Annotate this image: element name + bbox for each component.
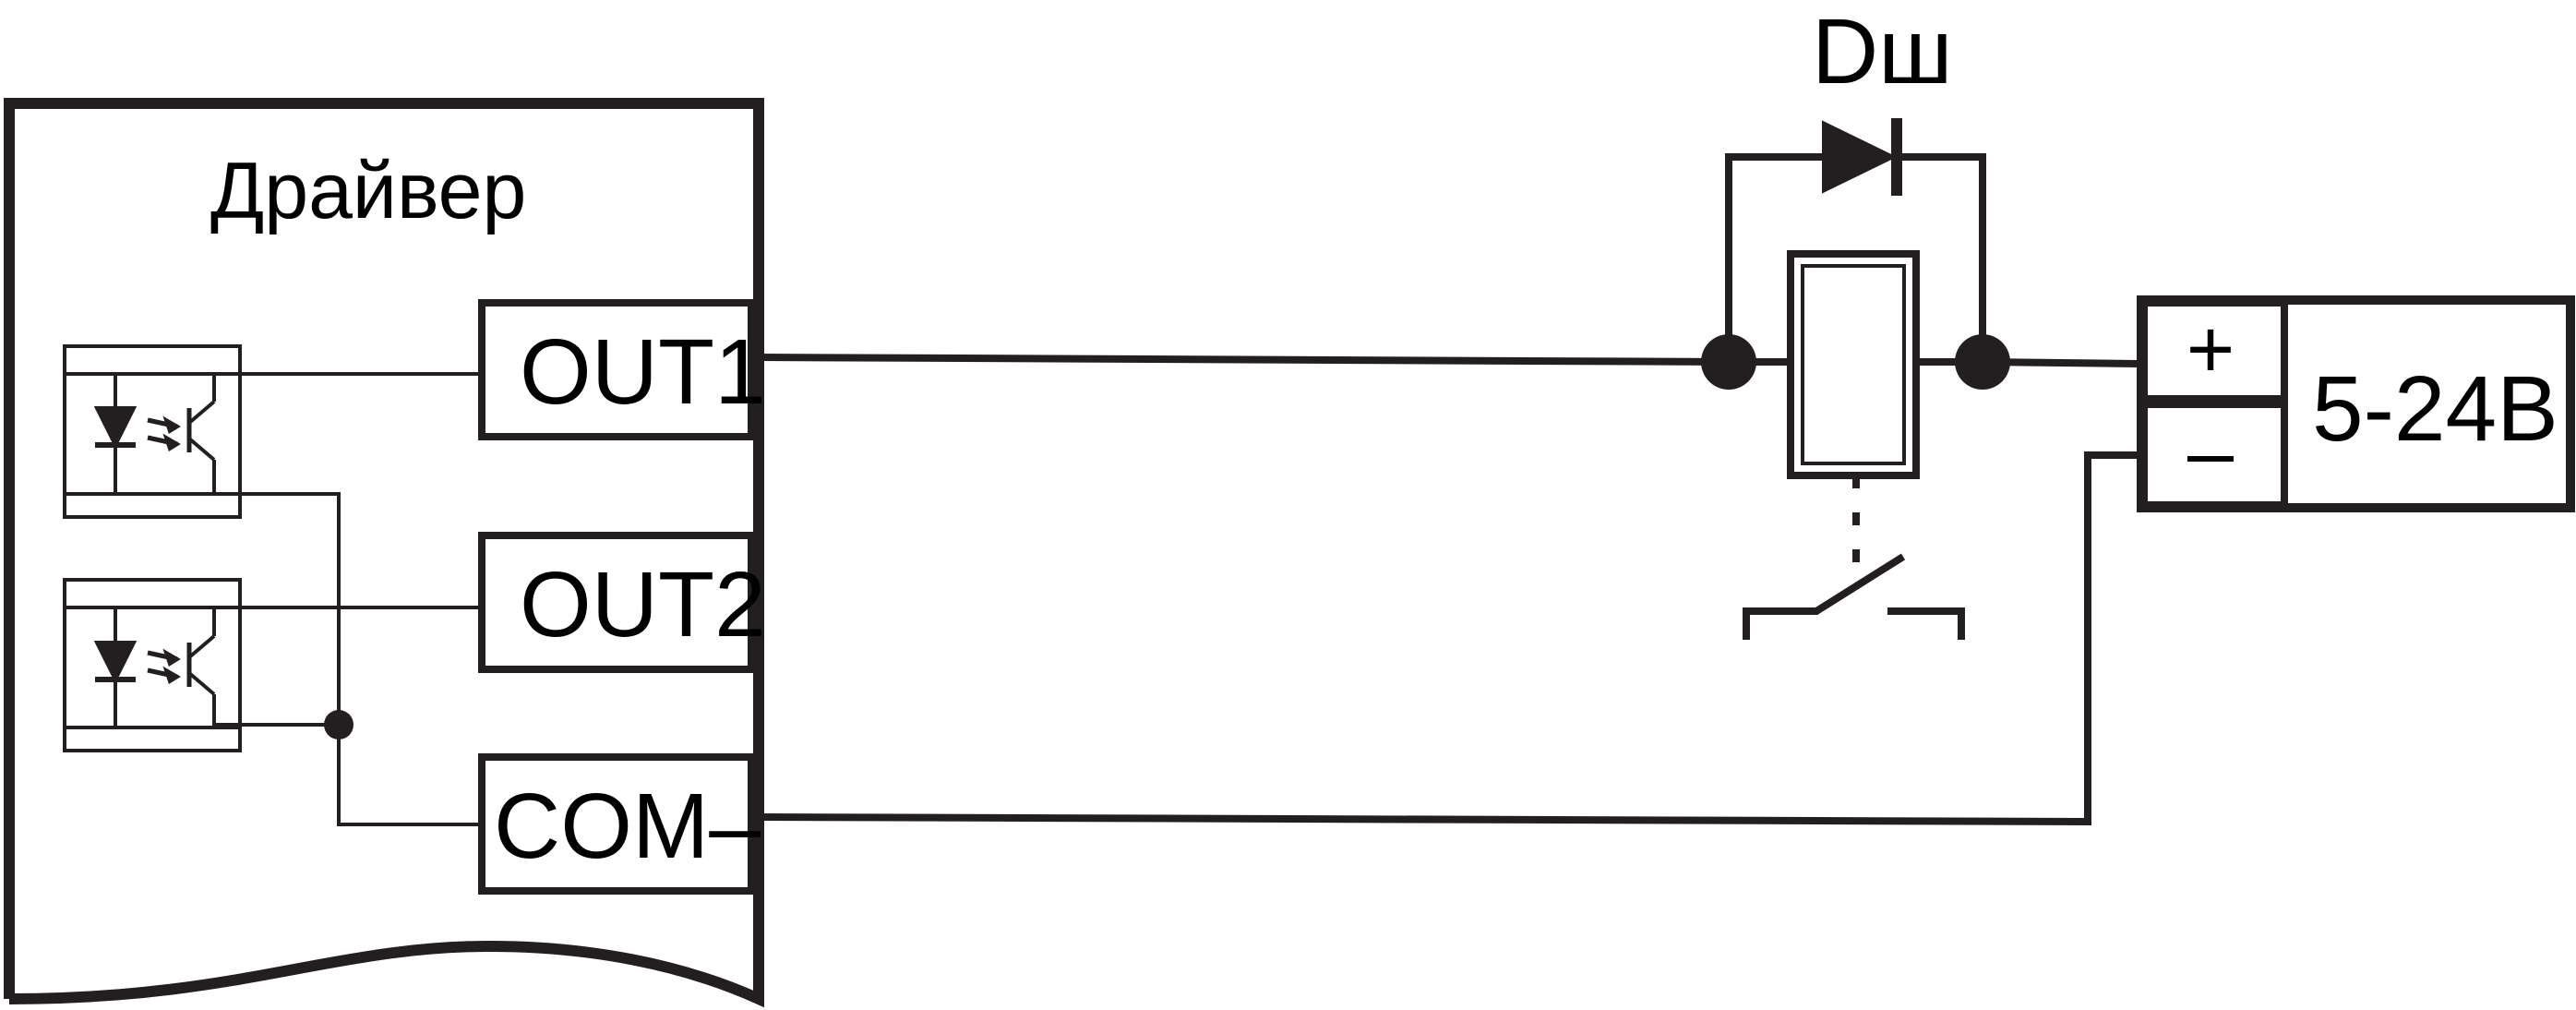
diode-right-lead xyxy=(1897,153,1986,362)
driver-outline xyxy=(4,98,764,1008)
contact-switch-arm xyxy=(1814,553,1906,615)
optocoupler-2-inner xyxy=(63,606,242,729)
led-2-icon xyxy=(93,641,138,684)
driver-junction-dot xyxy=(324,710,353,739)
terminal-out1-label: OUT1 xyxy=(520,320,766,424)
optocoupler-2 xyxy=(63,578,242,752)
minus-terminal-box xyxy=(2144,404,2284,505)
driver-block xyxy=(4,98,764,1008)
diode-left-lead xyxy=(1725,153,1823,362)
relay-coil-outer xyxy=(1787,250,1920,479)
wire-com-to-minus xyxy=(758,451,2141,826)
contact-left-terminal xyxy=(1743,607,1818,640)
driver-internal-wiring xyxy=(214,372,482,826)
terminal-out2-box xyxy=(478,532,755,673)
relay-coil xyxy=(1729,250,1983,479)
diode-label: Dш xyxy=(1812,0,1952,103)
power-supply xyxy=(2137,295,2575,512)
plus-terminal-box xyxy=(2144,303,2284,399)
external-wiring xyxy=(758,354,2141,826)
supply-voltage-label: 5-24В xyxy=(2312,357,2558,461)
optocoupler-1-inner xyxy=(63,372,242,496)
plus-terminal-label: + xyxy=(2187,304,2235,396)
optocoupler-1 xyxy=(63,344,242,519)
shunt-diode xyxy=(1725,118,1986,362)
driver-title: Драйвер xyxy=(210,147,526,235)
led-1-icon xyxy=(93,406,138,450)
contact-right-terminal xyxy=(1887,607,1965,640)
relay-contact xyxy=(1743,475,1965,640)
terminal-com-label: COM– xyxy=(494,775,761,878)
minus-terminal-label: – xyxy=(2187,406,2235,499)
terminal-out2-label: OUT2 xyxy=(520,553,766,656)
terminal-out1-box xyxy=(478,299,755,440)
diode-icon xyxy=(1822,120,1898,194)
wire-out1-to-relay xyxy=(758,354,1730,366)
relay-coil-inner xyxy=(1801,264,1906,465)
